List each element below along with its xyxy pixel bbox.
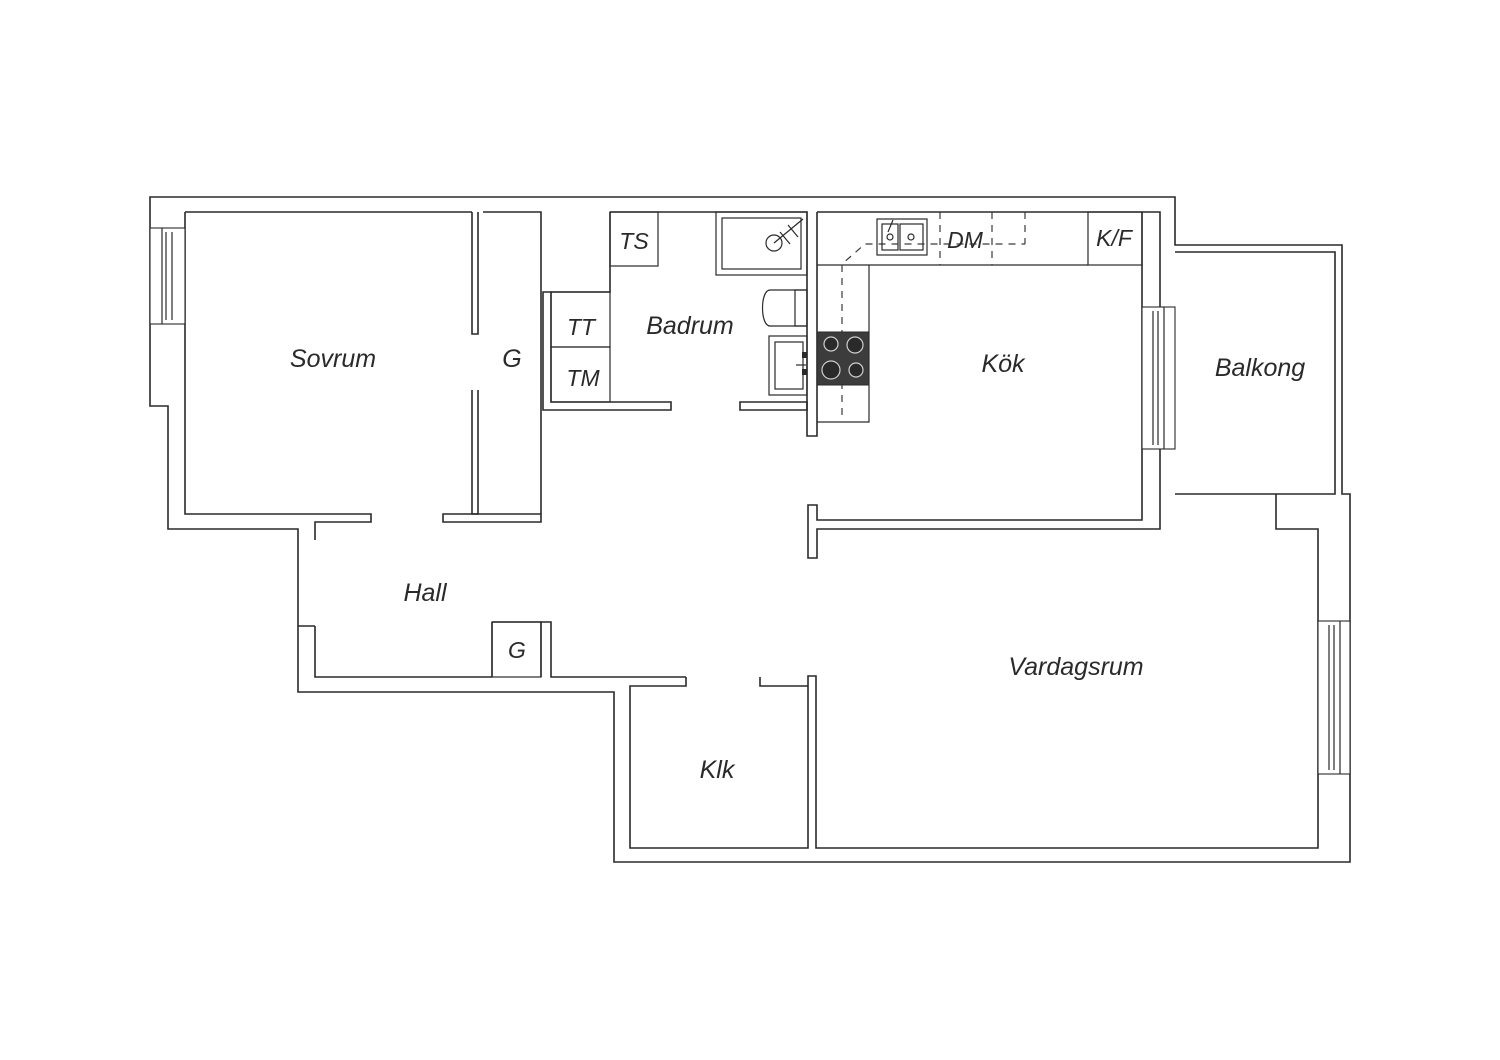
label-hall: Hall [403, 579, 448, 607]
label-balkong: Balkong [1215, 354, 1305, 382]
label-dm: DM [947, 227, 984, 253]
window-sovrum [149, 227, 186, 325]
bathroom-fixtures [550, 211, 808, 403]
toilet-icon [761, 289, 808, 327]
label-kf: K/F [1096, 225, 1134, 251]
dryer-tm [550, 346, 611, 403]
label-sovrum: Sovrum [290, 345, 376, 373]
hall-wardrobe [491, 621, 542, 678]
label-badrum: Badrum [646, 312, 734, 340]
fridge-freezer-kf [1087, 211, 1143, 266]
counter-outline [817, 264, 1088, 423]
interior-walls [442, 212, 818, 523]
label-vardagsrum: Vardagsrum [1008, 653, 1143, 681]
label-tm: TM [566, 365, 600, 391]
kitchen-fixtures [816, 211, 1143, 423]
label-ts: TS [619, 228, 649, 254]
sink-icon [768, 335, 808, 396]
towel-dryer-ts [609, 211, 659, 267]
room-labels: Sovrum G TS TT TM Badrum DM K/F Kök Balk… [290, 225, 1305, 784]
label-tt: TT [567, 314, 597, 340]
window-vardagsrum [1317, 620, 1351, 775]
counter-dashes [841, 212, 1026, 415]
label-klk: Klk [700, 756, 736, 784]
kitchen-sink-icon [876, 218, 928, 256]
label-kok: Kök [981, 350, 1026, 378]
label-garderob-sovrum: G [502, 345, 521, 373]
windows [149, 227, 1351, 775]
shower-icon [715, 211, 808, 276]
label-garderob-hall: G [508, 637, 526, 663]
stove-icon [816, 331, 870, 386]
outer-walls [149, 196, 1351, 863]
window-kok [1141, 306, 1176, 450]
